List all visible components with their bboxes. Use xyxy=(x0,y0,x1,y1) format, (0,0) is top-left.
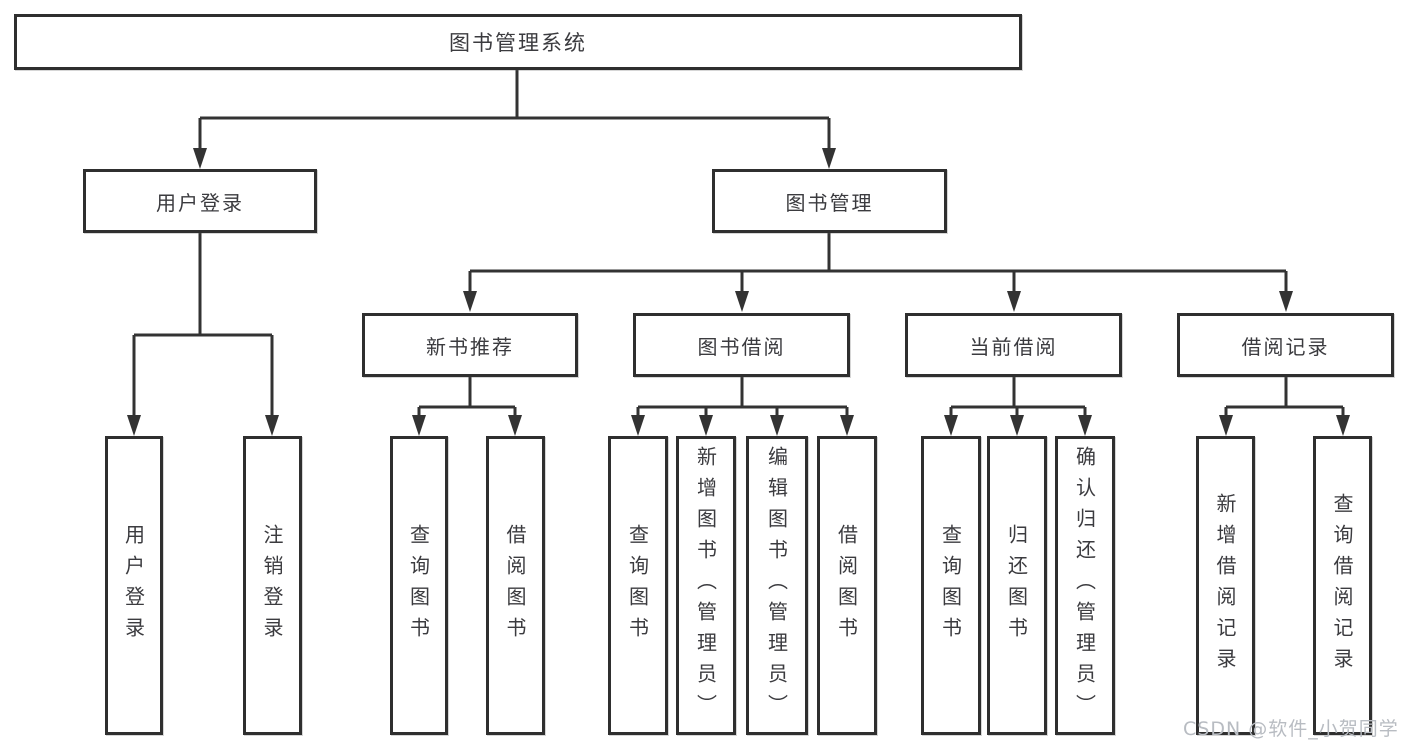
node-label: 当前借阅 xyxy=(969,334,1058,359)
node-query-books-current: 查询图书 xyxy=(921,436,981,735)
node-label: 图书管理 xyxy=(785,190,874,215)
node-user-login-leaf: 用户登录 xyxy=(105,436,163,735)
node-current-borrowing: 当前借阅 xyxy=(905,313,1122,377)
csdn-watermark: CSDN @软件_小贺同学 xyxy=(1183,718,1399,740)
node-add-borrow-record: 新增借阅记录 xyxy=(1196,436,1255,735)
node-label: 借阅图书 xyxy=(834,523,859,648)
arrowheads xyxy=(127,148,1350,436)
node-label: 注销登录 xyxy=(260,523,284,648)
node-label: 用户登录 xyxy=(121,523,146,648)
node-query-books-recommend: 查询图书 xyxy=(390,436,448,735)
node-book-management: 图书管理 xyxy=(712,169,947,233)
node-label: 确认归还（管理员） xyxy=(1072,446,1097,725)
node-label: 用户登录 xyxy=(156,190,244,215)
node-label: 查询图书 xyxy=(938,523,963,648)
node-label: 借阅图书 xyxy=(503,523,527,648)
node-label: 图书借阅 xyxy=(697,334,786,359)
node-book-borrowing: 图书借阅 xyxy=(633,313,850,377)
node-label: 编辑图书（管理员） xyxy=(764,446,789,725)
node-label: 新书推荐 xyxy=(426,334,514,359)
node-library-management-system: 图书管理系统 xyxy=(14,14,1022,70)
node-label: 查询图书 xyxy=(406,523,431,648)
node-query-borrow-record: 查询借阅记录 xyxy=(1313,436,1372,735)
node-label: 新增借阅记录 xyxy=(1213,492,1237,679)
node-label: 查询图书 xyxy=(625,523,650,648)
node-add-books-admin: 新增图书（管理员） xyxy=(676,436,736,735)
node-label: 新增图书（管理员） xyxy=(693,446,718,725)
node-confirm-return-admin: 确认归还（管理员） xyxy=(1055,436,1115,735)
node-borrow-books-recommend: 借阅图书 xyxy=(486,436,545,735)
node-borrow-books-borrowing: 借阅图书 xyxy=(817,436,877,735)
node-edit-books-admin: 编辑图书（管理员） xyxy=(746,436,808,735)
node-label: 图书管理系统 xyxy=(449,31,587,55)
node-user-login-branch: 用户登录 xyxy=(83,169,317,233)
node-new-book-recommendation: 新书推荐 xyxy=(362,313,578,377)
node-query-books-borrowing: 查询图书 xyxy=(608,436,668,735)
node-borrowing-records: 借阅记录 xyxy=(1177,313,1394,377)
node-label: 借阅记录 xyxy=(1241,334,1330,359)
node-label: 查询借阅记录 xyxy=(1330,492,1354,679)
node-logout: 注销登录 xyxy=(243,436,302,735)
node-label: 归还图书 xyxy=(1004,523,1029,648)
node-return-books: 归还图书 xyxy=(987,436,1047,735)
